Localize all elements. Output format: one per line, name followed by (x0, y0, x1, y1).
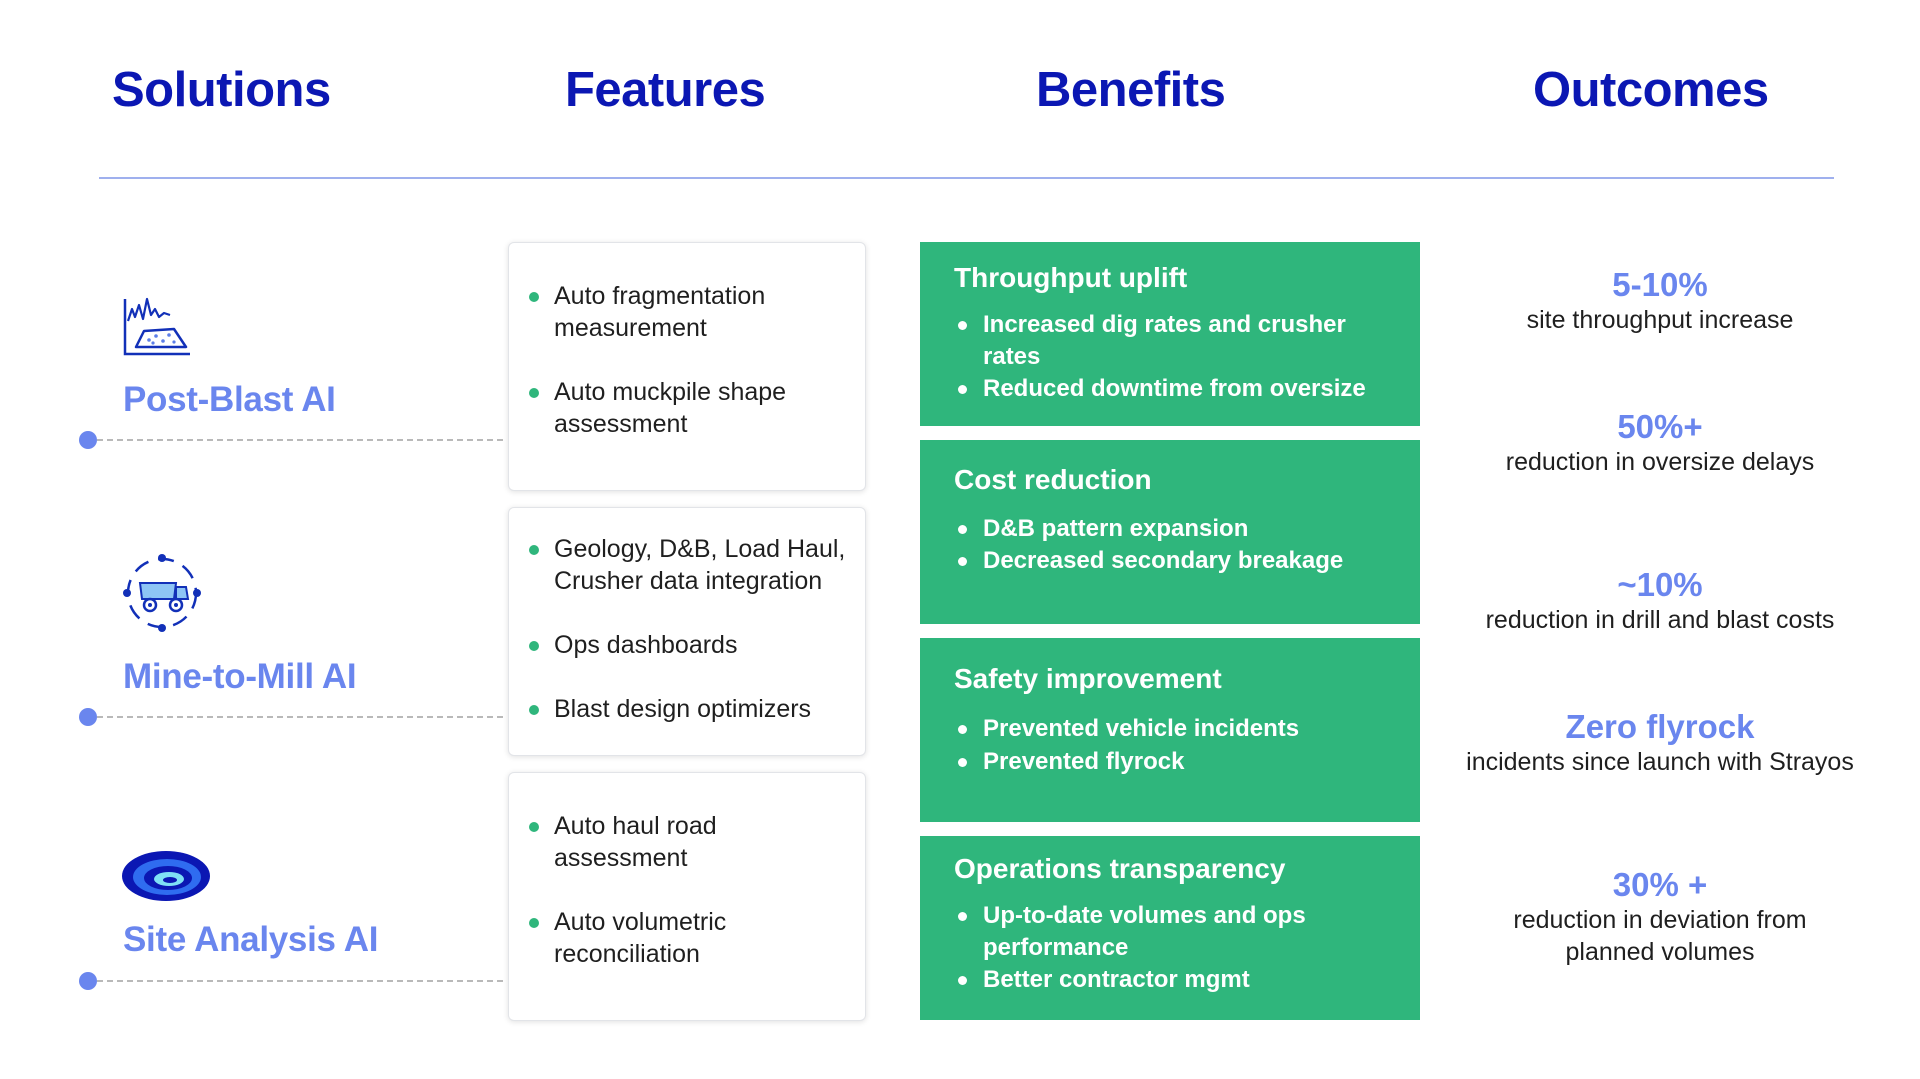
solution-name-site-analysis: Site Analysis AI (123, 920, 379, 959)
benefit-title: Operations transparency (954, 853, 1286, 884)
feature-item: Geology, D&B, Load Haul, Crusher data in… (529, 533, 854, 597)
benefit-item: Up-to-date volumes and ops performance (958, 900, 1403, 964)
benefit-title: Throughput uplift (954, 262, 1188, 293)
solution-name-mine-to-mill: Mine-to-Mill AI (123, 657, 357, 696)
outcome-value: 50%+ (1617, 408, 1703, 445)
header-divider (99, 177, 1834, 179)
feature-item: Auto volumetric reconciliation (529, 906, 854, 970)
dashed-connector (97, 439, 503, 441)
feature-item: Ops dashboards (529, 629, 854, 661)
outcome-description: site throughput increase (1526, 306, 1794, 334)
outcome-block: Zero flyrock incidents since launch with… (1445, 708, 1875, 778)
solution-name-post-blast: Post-Blast AI (123, 380, 336, 419)
benefit-item: Better contractor mgmt (958, 964, 1403, 996)
benefit-item: D&B pattern expansion (958, 513, 1403, 545)
benefit-card-cost: Cost reduction D&B pattern expansion Dec… (920, 440, 1420, 624)
benefit-item: Increased dig rates and crusher rates (958, 309, 1403, 373)
feature-card-post-blast: Auto fragmentation measurement Auto muck… (508, 242, 866, 491)
outcome-block: ~10% reduction in drill and blast costs (1445, 566, 1875, 636)
outcome-value: 30% + (1612, 866, 1708, 903)
outcome-description: reduction in drill and blast costs (1485, 606, 1835, 634)
header-features: Features (565, 63, 766, 117)
feature-card-mine-to-mill: Geology, D&B, Load Haul, Crusher data in… (508, 507, 866, 756)
outcome-value: ~10% (1617, 566, 1703, 603)
header-solutions: Solutions (112, 63, 331, 117)
header-outcomes: Outcomes (1533, 63, 1769, 117)
outcome-description: reduction in deviation from planned volu… (1513, 906, 1807, 966)
site-scan-ellipse-icon (121, 850, 211, 907)
timeline-dot (79, 708, 97, 726)
feature-item: Blast design optimizers (529, 693, 854, 725)
benefit-card-operations: Operations transparency Up-to-date volum… (920, 836, 1420, 1020)
feature-item: Auto fragmentation measurement (529, 280, 854, 344)
outcome-value: Zero flyrock (1565, 708, 1755, 745)
outcome-block: 50%+ reduction in oversize delays (1445, 408, 1875, 478)
benefit-card-throughput: Throughput uplift Increased dig rates an… (920, 242, 1420, 426)
header-benefits: Benefits (1036, 63, 1226, 117)
dashed-connector (97, 716, 503, 718)
outcome-description: reduction in oversize delays (1505, 448, 1815, 476)
outcome-block: 30% + reduction in deviation from planne… (1475, 866, 1845, 968)
benefit-card-safety: Safety improvement Prevented vehicle inc… (920, 638, 1420, 822)
benefit-item: Decreased secondary breakage (958, 545, 1403, 577)
feature-item: Auto haul road assessment (529, 810, 854, 874)
benefit-item: Reduced downtime from oversize (958, 373, 1403, 405)
haul-truck-cycle-icon (122, 553, 202, 638)
post-blast-chart-icon (122, 295, 194, 362)
dashed-connector (97, 980, 503, 982)
timeline-dot (79, 431, 97, 449)
outcome-block: 5-10% site throughput increase (1445, 266, 1875, 336)
outcome-description: incidents since launch with Strayos (1466, 748, 1854, 776)
benefit-item: Prevented flyrock (958, 746, 1403, 778)
benefit-title: Safety improvement (954, 663, 1222, 694)
feature-item: Auto muckpile shape assessment (529, 376, 854, 440)
feature-card-site-analysis: Auto haul road assessment Auto volumetri… (508, 772, 866, 1021)
benefit-title: Cost reduction (954, 464, 1152, 495)
benefit-item: Prevented vehicle incidents (958, 713, 1403, 745)
timeline-dot (79, 972, 97, 990)
outcome-value: 5-10% (1612, 266, 1708, 303)
